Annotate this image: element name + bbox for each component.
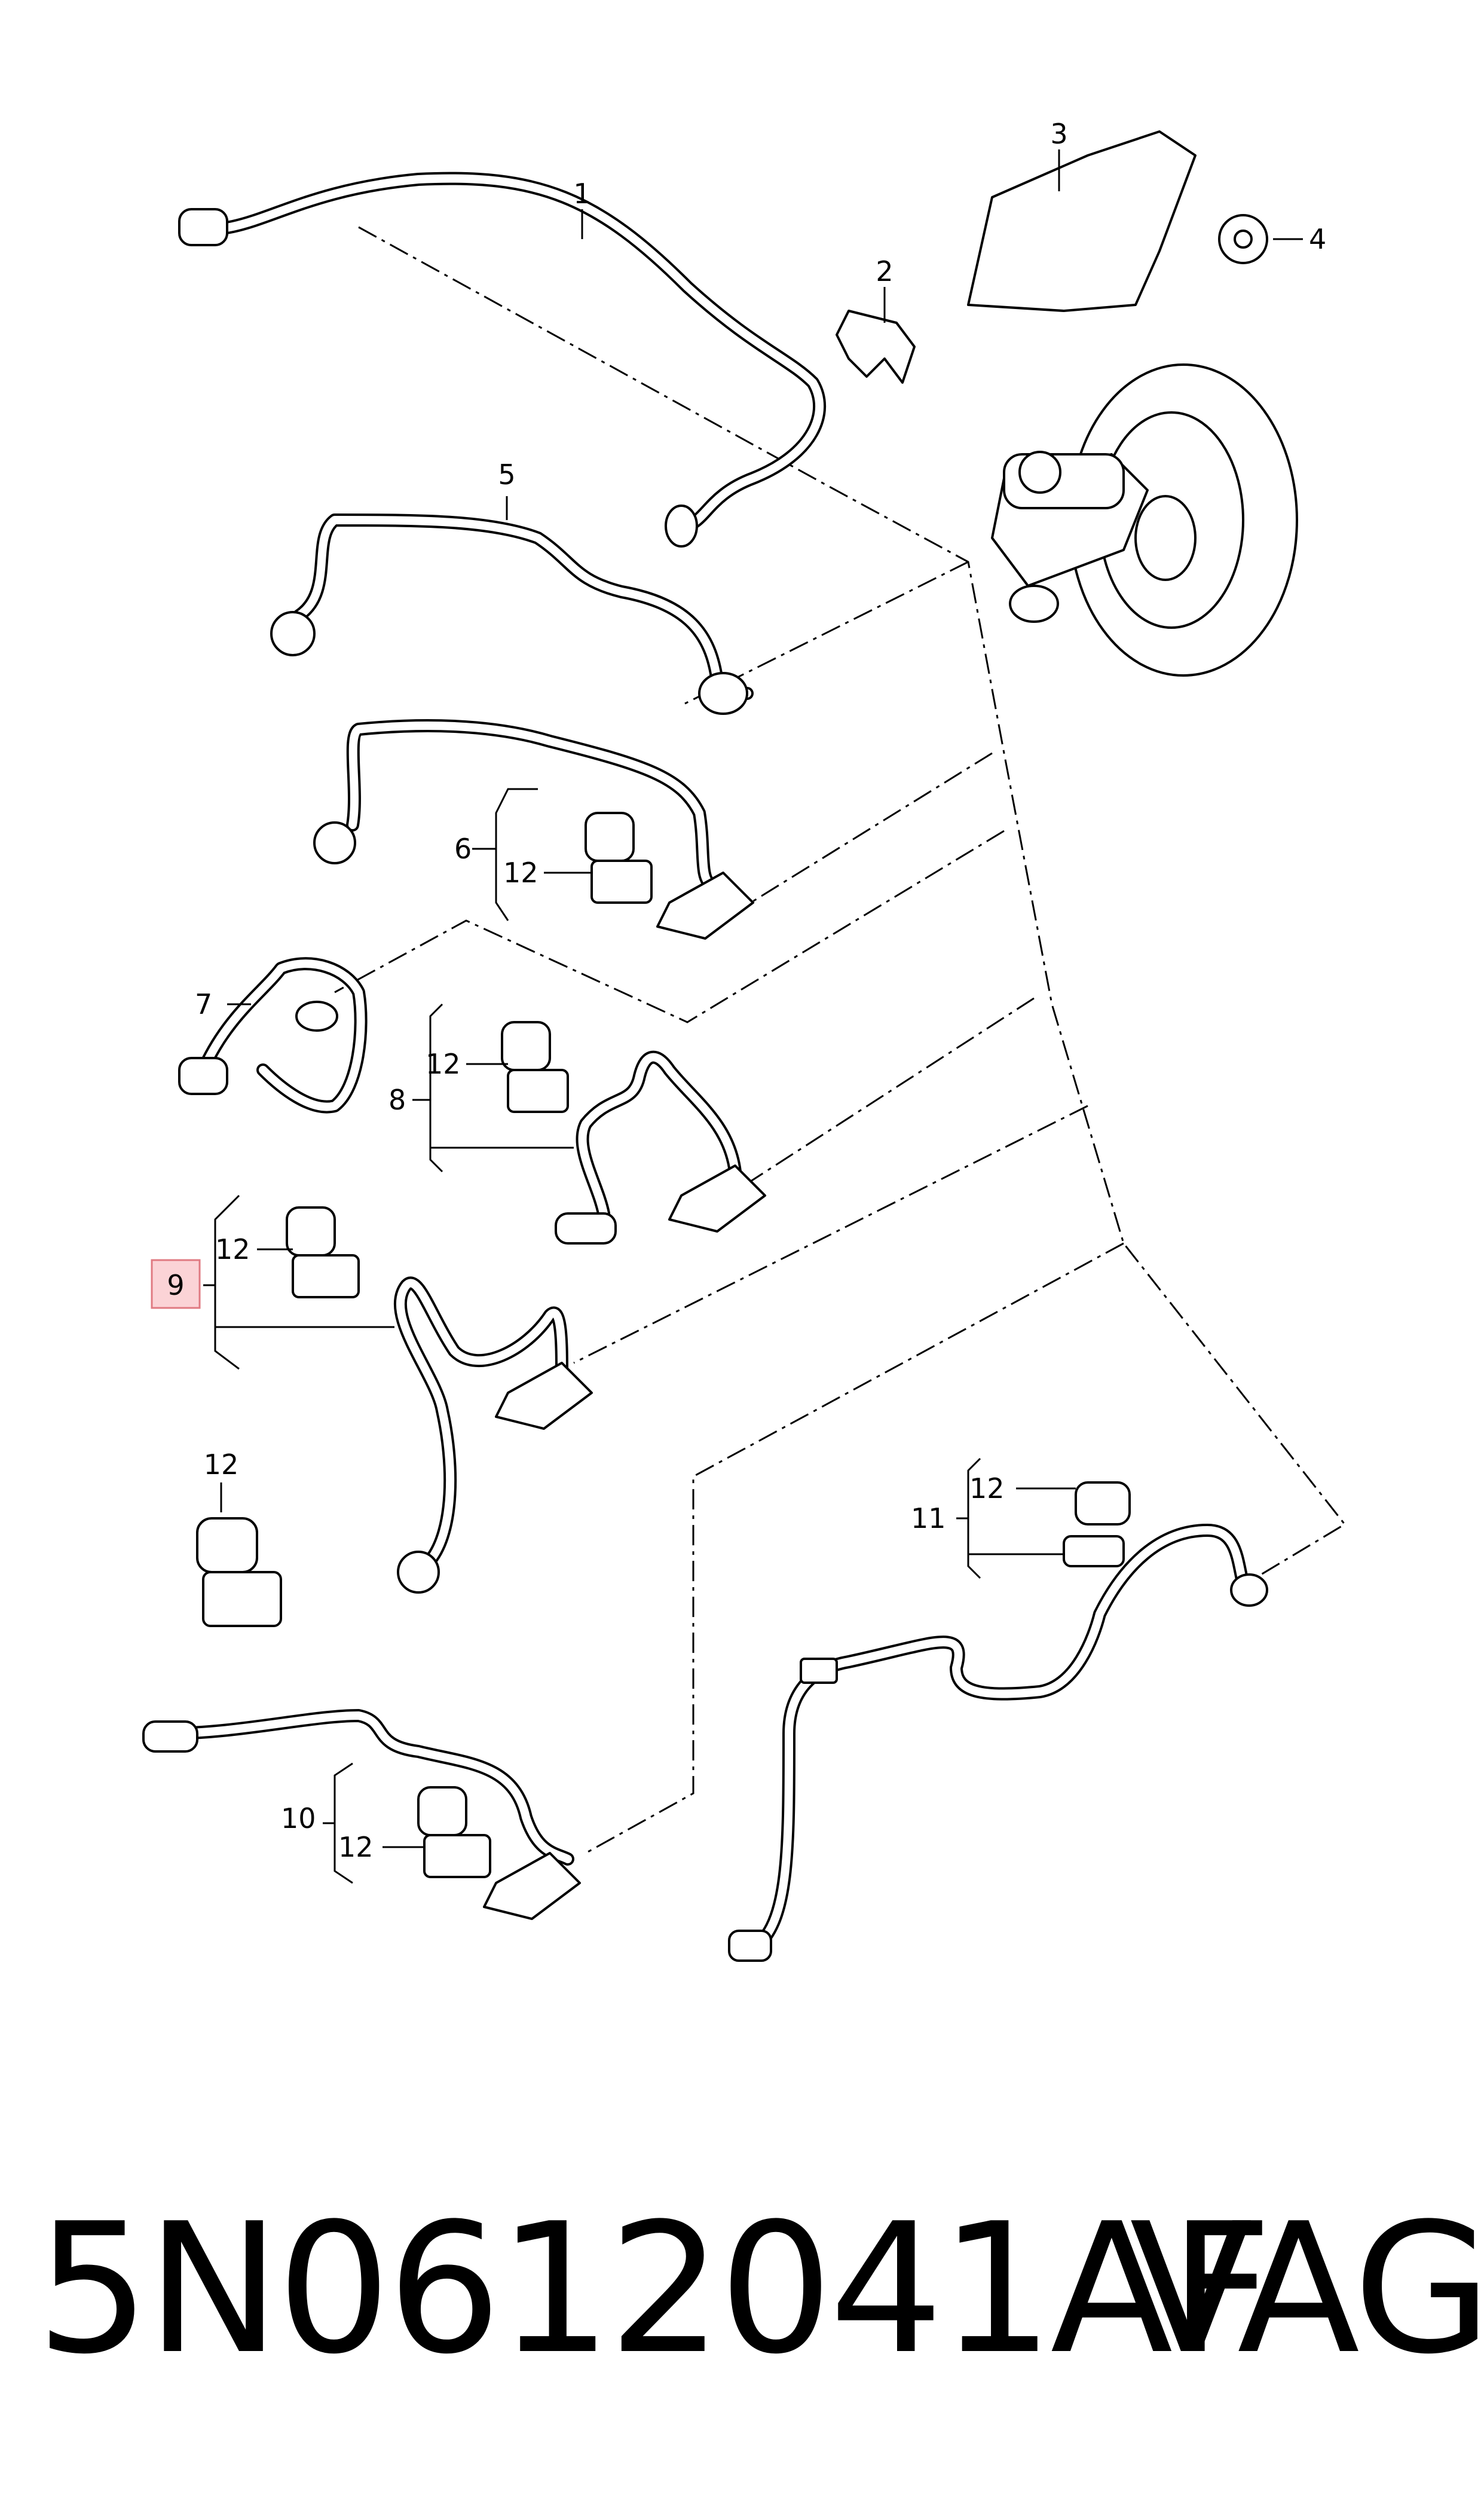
callout-5: 5 bbox=[498, 458, 515, 491]
callout-12-group8: 12 bbox=[426, 1048, 461, 1080]
callout-12-group9: 12 bbox=[215, 1233, 250, 1265]
callout-9-highlight bbox=[151, 1259, 201, 1309]
callout-labels: 1 2 3 4 5 6 7 8 9 10 11 12 12 12 12 12 1… bbox=[151, 118, 1326, 1863]
brand-label: VAG bbox=[1130, 2185, 1484, 2393]
hose-part-6 bbox=[313, 719, 754, 940]
hose-part-11 bbox=[728, 1481, 1268, 1962]
nut-part-4 bbox=[1218, 214, 1268, 264]
sensor-part-12-standalone bbox=[196, 1517, 282, 1627]
callout-9: 9 bbox=[167, 1269, 184, 1301]
group-brackets bbox=[203, 788, 1064, 1884]
hose-part-1 bbox=[178, 172, 827, 548]
hose-part-5 bbox=[270, 513, 754, 715]
callout-1: 1 bbox=[573, 178, 590, 210]
brake-booster bbox=[991, 363, 1298, 677]
callout-10: 10 bbox=[281, 1802, 316, 1835]
callout-12-group11: 12 bbox=[969, 1472, 1005, 1505]
callout-8: 8 bbox=[388, 1084, 406, 1116]
hose-part-9 bbox=[286, 1206, 593, 1594]
clip-part-2 bbox=[836, 310, 916, 384]
part-number: 5N0612041AF bbox=[36, 2185, 1272, 2393]
heat-shield-part-3 bbox=[967, 130, 1197, 312]
hose-part-7 bbox=[178, 957, 368, 1114]
callout-3: 3 bbox=[1050, 118, 1067, 150]
callout-7: 7 bbox=[195, 988, 212, 1020]
hose-part-10 bbox=[142, 1709, 581, 1920]
callout-12-standalone: 12 bbox=[204, 1448, 239, 1481]
callout-12-group6: 12 bbox=[503, 857, 538, 889]
callout-11: 11 bbox=[911, 1502, 946, 1534]
callout-12-group10: 12 bbox=[338, 1831, 374, 1863]
callout-2: 2 bbox=[876, 255, 893, 288]
footer: 5N0612041AF VAG bbox=[0, 2128, 1484, 2379]
hose-part-8 bbox=[501, 1021, 766, 1245]
leader-lines bbox=[334, 226, 1347, 1854]
callout-6: 6 bbox=[454, 833, 472, 865]
callout-leaders bbox=[220, 149, 1303, 1848]
callout-4: 4 bbox=[1309, 223, 1326, 255]
